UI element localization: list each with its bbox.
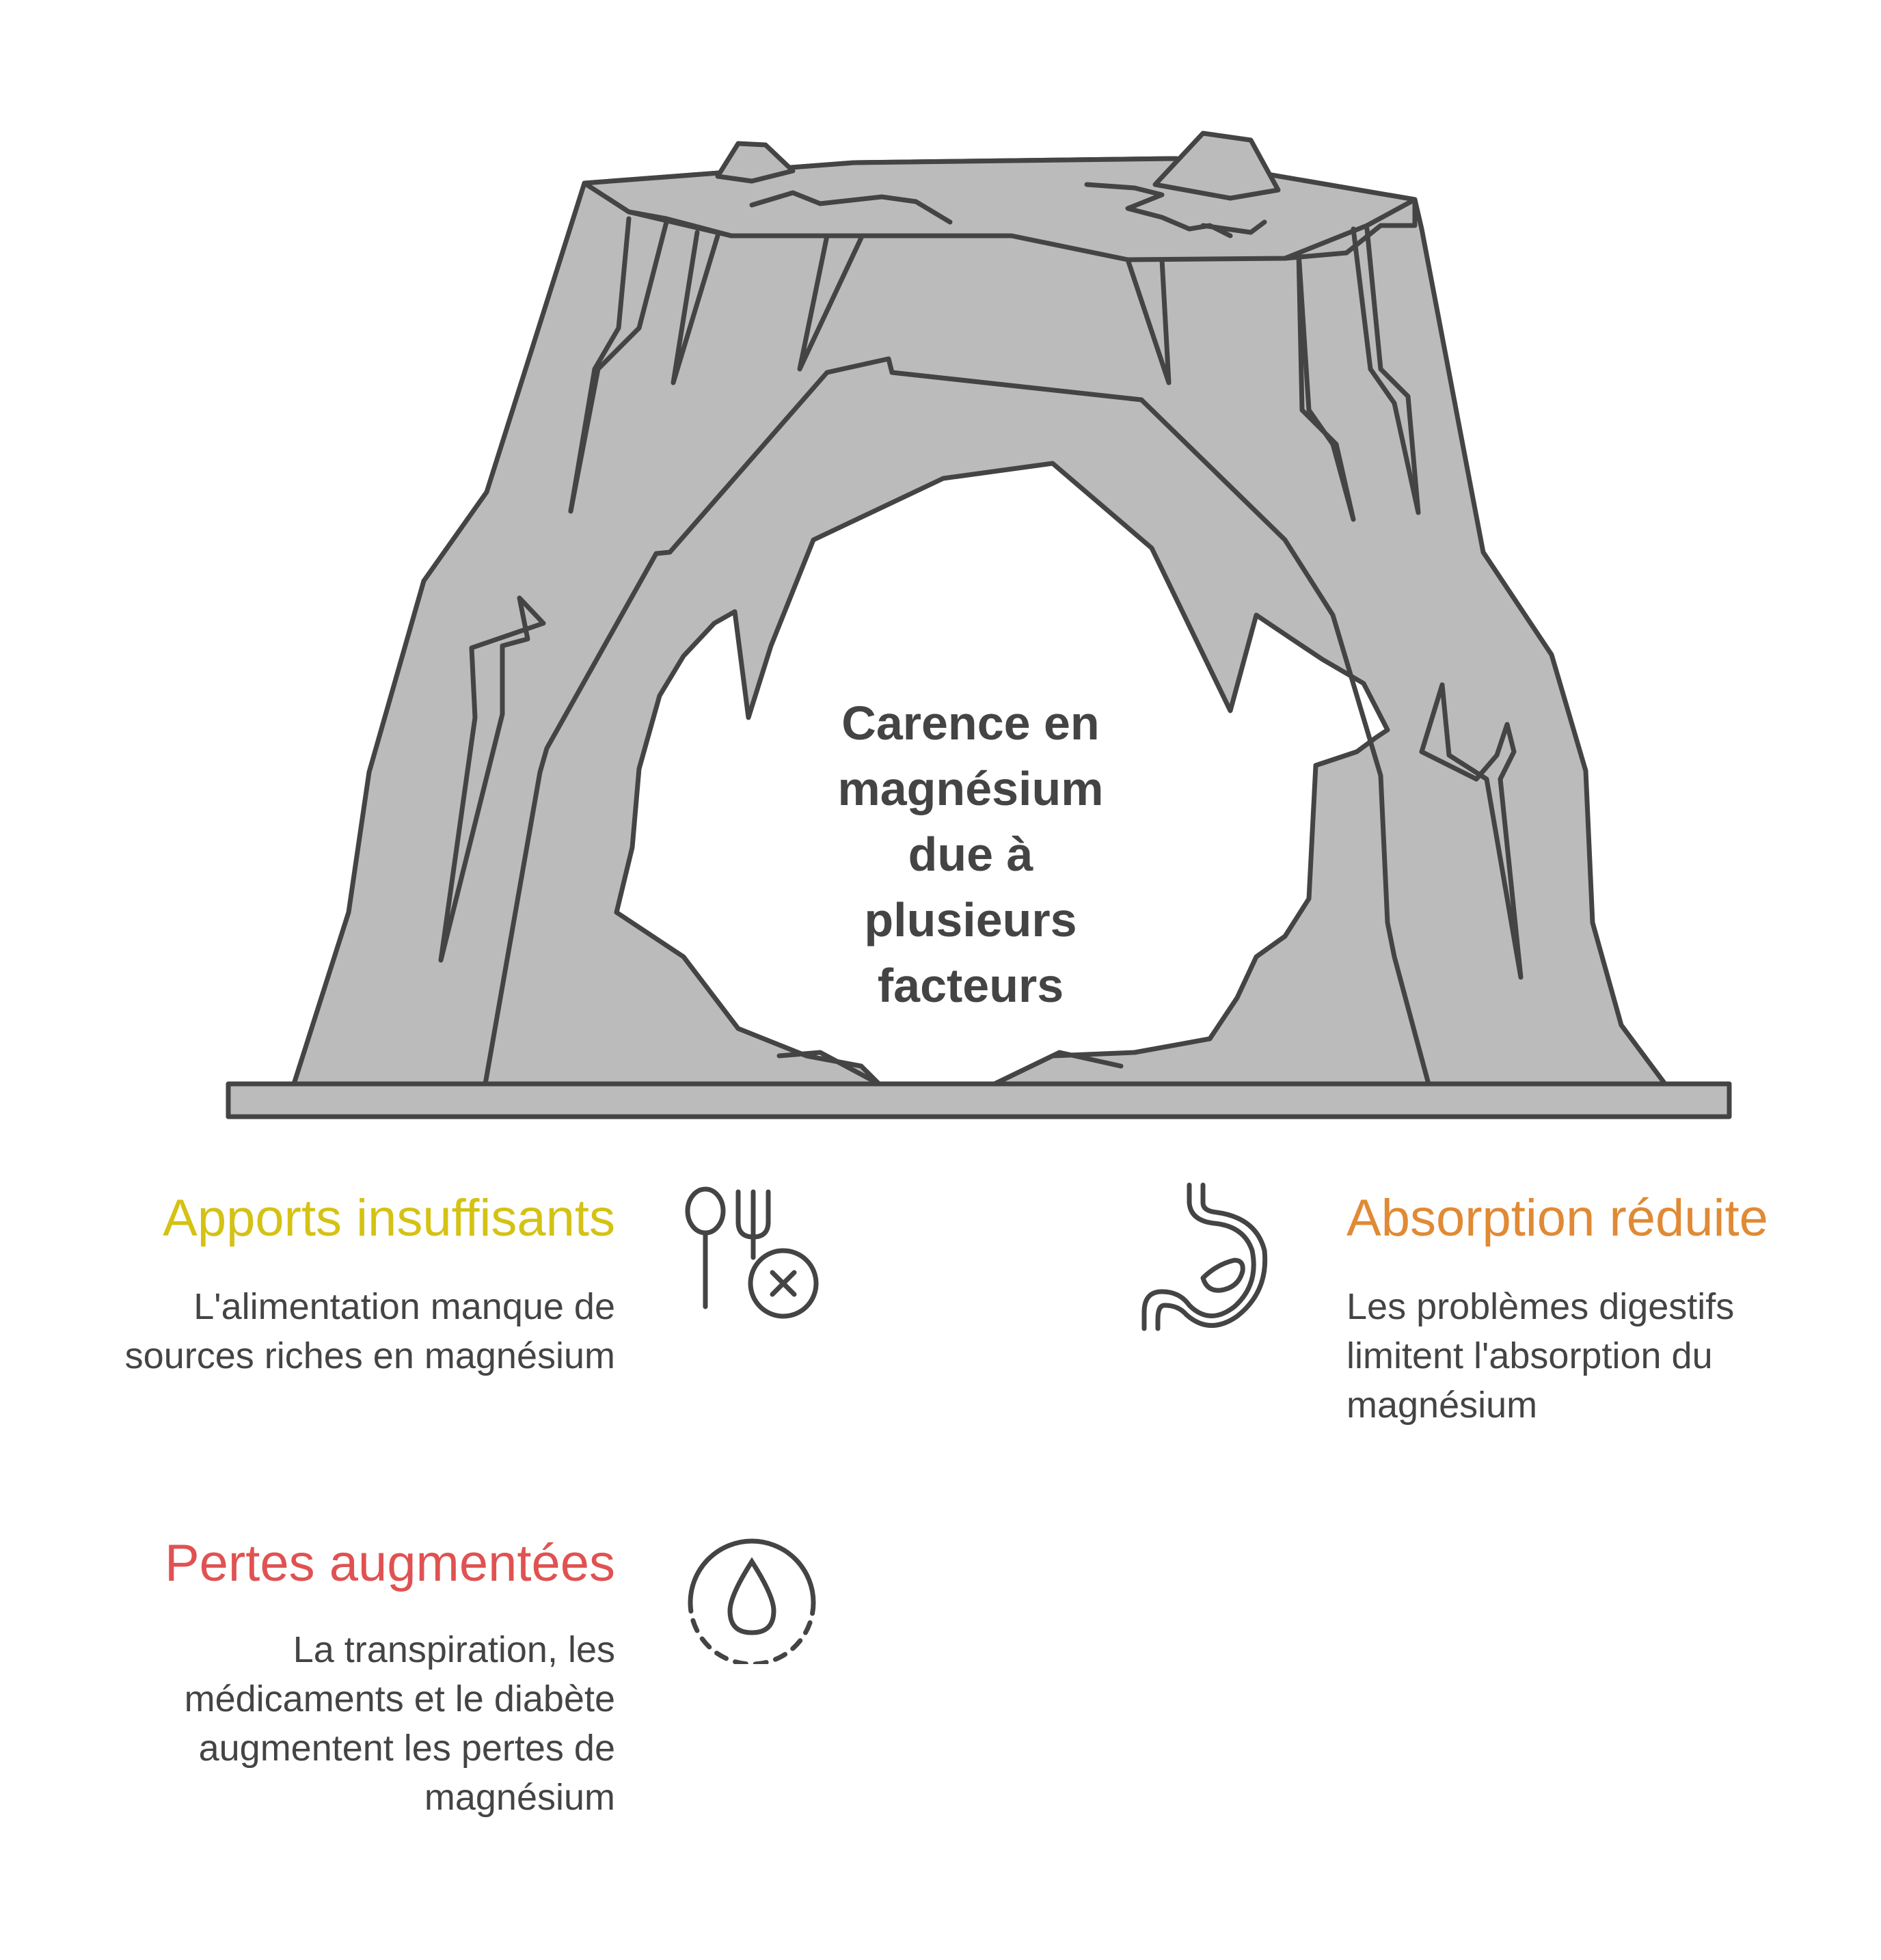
rock-crack	[1125, 257, 1172, 385]
rock-crack	[438, 595, 546, 963]
description-line: médicaments et le diabète	[184, 1678, 615, 1719]
description-line: L'alimentation manque de	[193, 1286, 615, 1327]
factor-description-apports: L'alimentation manque de sources riches …	[0, 1282, 615, 1380]
rock-crack	[671, 230, 720, 385]
diagram-title: Carence en magnésium due à plusieurs fac…	[786, 690, 1155, 1018]
rock-boulder	[1152, 131, 1281, 201]
rock-crack	[1419, 682, 1524, 980]
arch-bottom-left	[776, 1050, 882, 1087]
slab-edge	[626, 209, 734, 239]
description-line: augmentent les pertes de	[198, 1728, 615, 1769]
top-crack	[749, 190, 953, 225]
rock-crack	[1296, 250, 1356, 522]
slab-edge	[1282, 197, 1418, 261]
title-line: plusieurs	[864, 893, 1077, 947]
description-line: limitent l'absorption du	[1347, 1335, 1713, 1376]
factor-title-apports: Apports insuffisants	[163, 1189, 615, 1247]
title-line: facteurs	[877, 959, 1064, 1012]
rock-crack	[568, 219, 669, 514]
title-line: Carence en	[841, 696, 1100, 750]
rock-arch-illustration	[226, 131, 1732, 1119]
rock-pebble	[715, 141, 796, 184]
title-line: due à	[908, 828, 1033, 881]
rock-crack	[1351, 226, 1421, 515]
factor-description-absorption: Les problèmes digestifs limitent l'absor…	[1347, 1282, 1866, 1430]
arch-inner-edge	[483, 356, 1431, 1087]
description-line: Les problèmes digestifs	[1347, 1286, 1735, 1327]
rock-crack	[797, 233, 864, 372]
no-food-icon	[685, 1186, 819, 1319]
title-line: magnésium	[837, 762, 1104, 815]
top-crack	[1200, 219, 1267, 235]
factor-description-pertes: La transpiration, les médicaments et le …	[0, 1625, 615, 1822]
factor-title-absorption: Absorption réduite	[1347, 1189, 1768, 1247]
arch-bottom-right	[992, 1050, 1124, 1087]
description-line: magnésium	[424, 1777, 615, 1818]
stomach-icon	[1141, 1182, 1268, 1331]
water-drop-icon	[688, 1538, 816, 1664]
description-line: magnésium	[1347, 1385, 1538, 1426]
description-line: sources riches en magnésium	[124, 1335, 615, 1376]
factor-title-pertes: Pertes augmentées	[164, 1534, 615, 1592]
description-line: La transpiration, les	[293, 1629, 615, 1670]
rock-base-slab	[226, 1081, 1732, 1119]
